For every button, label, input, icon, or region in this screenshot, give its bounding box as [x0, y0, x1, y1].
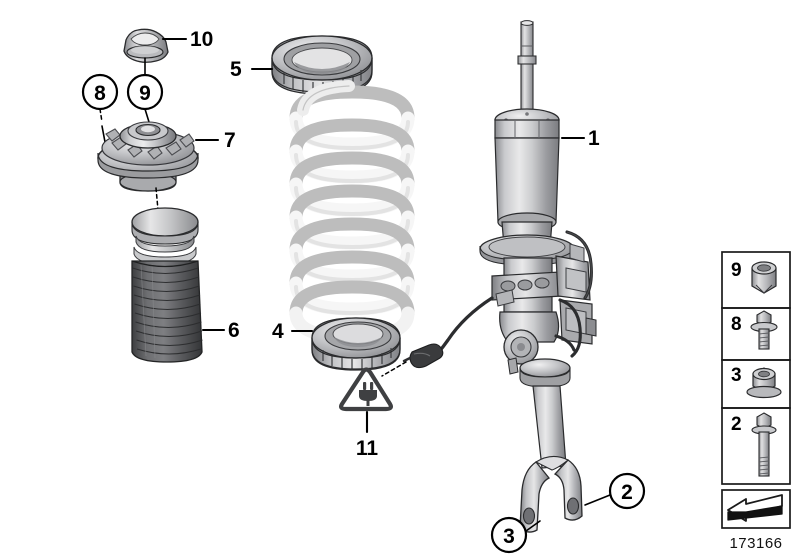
diagram-part-number: 173166 [729, 535, 782, 552]
leader-11-dash [381, 361, 407, 377]
callout-3[interactable]: 3 [490, 516, 528, 554]
legend-label-8: 8 [731, 314, 742, 335]
part-bump-stop-boot [131, 207, 203, 363]
part-upper-spring-pad [271, 35, 373, 95]
hex-nut-icon [751, 261, 777, 294]
part-lower-spring-pad [311, 317, 401, 371]
leader-2 [584, 494, 611, 506]
part-strut-assembly [428, 20, 597, 533]
legend-row-arrow [721, 489, 791, 529]
legend-row-2 [721, 407, 791, 485]
part-protective-cap [123, 28, 169, 63]
legend-label-3: 3 [731, 365, 742, 386]
hex-bolt-short-icon [750, 310, 778, 350]
forward-direction-arrow-icon [727, 494, 783, 522]
part-strut-mount [97, 121, 199, 192]
legend-label-2: 2 [731, 414, 742, 435]
callout-11-label: 11 [356, 437, 379, 460]
callout-3-label: 3 [503, 525, 515, 548]
callout-6-label: 6 [228, 319, 240, 342]
plug-icon [359, 382, 377, 406]
leader-8-dash [99, 108, 103, 123]
callout-9[interactable]: 9 [126, 73, 164, 111]
callout-10-label: 10 [190, 28, 213, 51]
leader-3 [525, 520, 541, 532]
assembly-dash-mount-boot [155, 187, 159, 211]
hardware-legend-panel: 9 8 3 2 [721, 251, 791, 529]
callout-5-label: 5 [230, 58, 242, 81]
callout-8[interactable]: 8 [81, 73, 119, 111]
electrical-connector-plug [402, 343, 444, 369]
callout-2[interactable]: 2 [608, 472, 646, 510]
callout-9-label: 9 [139, 82, 151, 105]
legend-label-9: 9 [731, 260, 742, 281]
callout-4-label: 4 [272, 320, 284, 343]
warning-triangle-electrical [339, 367, 393, 412]
flange-nut-icon [746, 367, 782, 399]
callout-7-label: 7 [224, 129, 236, 152]
callout-8-label: 8 [94, 82, 106, 105]
callout-1-label: 1 [588, 127, 600, 150]
hex-bolt-long-icon [751, 412, 777, 477]
callout-2-label: 2 [621, 481, 633, 504]
part-coil-spring [289, 80, 415, 344]
